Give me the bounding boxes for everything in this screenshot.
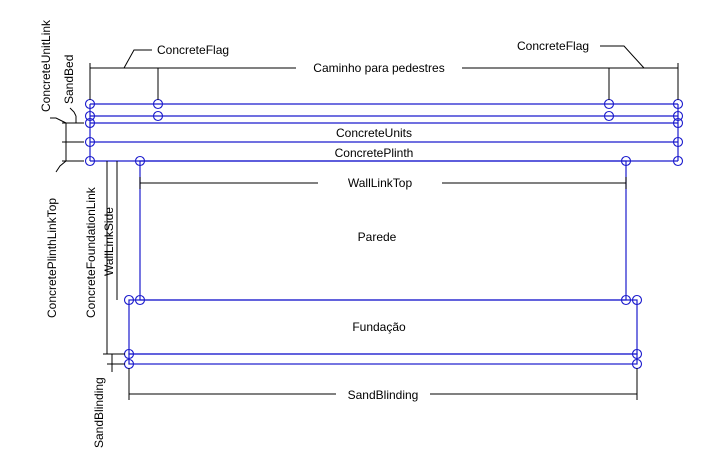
node-circle: [84, 155, 96, 167]
concrete-unit-link-label: ConcreteUnitLink: [39, 19, 53, 112]
concrete-plinth-link-top-label: ConcretePlinthLinkTop: [45, 198, 59, 318]
sand-bed-label: SandBed: [62, 55, 76, 104]
dimension-lines: [50, 45, 679, 400]
concrete-flag-right-label: ConcreteFlag: [517, 39, 589, 53]
node-circle: [631, 348, 643, 360]
concrete-units-label: ConcreteUnits: [336, 126, 412, 140]
node-circle: [672, 136, 684, 148]
node-circle: [84, 136, 96, 148]
concrete-flag-left-label: ConcreteFlag: [157, 43, 229, 57]
concrete-unit-link-leader: [50, 117, 67, 124]
sand-blinding-bottom-label: SandBlinding: [348, 388, 419, 402]
node-circle: [620, 294, 632, 306]
node-circle: [84, 117, 96, 129]
node-circle: [134, 294, 146, 306]
labels-horizontal: ConcreteFlag ConcreteFlag Caminho para p…: [157, 39, 589, 402]
concrete-foundation-link-label: ConcreteFoundationLink: [84, 186, 98, 318]
sand-blinding-rect: [128, 353, 638, 365]
node-circle: [672, 117, 684, 129]
sand-blinding-side-label: SandBlinding: [92, 377, 106, 448]
wall-label: Parede: [358, 230, 397, 244]
concrete-flag-left-leader: [123, 49, 152, 69]
wall-link-side-label: WallLinkSide: [102, 207, 116, 276]
node-circle: [152, 110, 164, 122]
node-circle: [123, 294, 135, 306]
node-circle: [631, 294, 643, 306]
node-circle: [134, 155, 146, 167]
node-circle: [603, 110, 615, 122]
wall-link-top-label: WallLinkTop: [348, 176, 413, 190]
node-circle: [84, 110, 96, 122]
walkway-dimension-label: Caminho para pedestres: [313, 61, 444, 75]
foundation-label: Fundação: [352, 320, 406, 334]
node-circle: [672, 110, 684, 122]
node-circle: [672, 155, 684, 167]
labels-vertical: ConcreteUnitLink SandBed ConcretePlinthL…: [39, 19, 116, 448]
concrete-plinth-link-top-leader: [55, 160, 67, 173]
concrete-plinth-label: ConcretePlinth: [335, 146, 414, 160]
sand-bed-leader: [69, 107, 77, 117]
concrete-flag-right-leader: [600, 45, 645, 69]
node-circle: [620, 155, 632, 167]
